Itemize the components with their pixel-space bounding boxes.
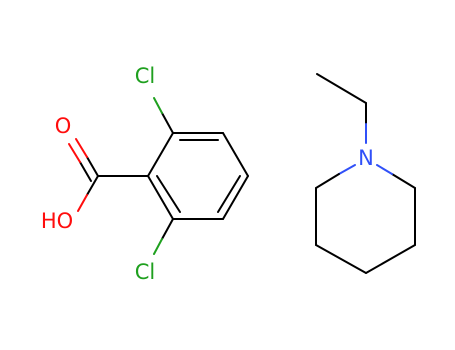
bond-carbonyl-o-half bbox=[75, 138, 88, 158]
bond-ethyl-ch3-ch2 bbox=[316, 73, 367, 104]
ethylpiperidine-structure: N bbox=[315, 73, 416, 274]
bond-c6-cl-bottom-cl bbox=[153, 238, 163, 255]
ring-bond-c6-n-n bbox=[376, 164, 393, 175]
ring-bond-c6-n bbox=[391, 173, 416, 189]
bond-hydroxyl-o-half bbox=[77, 194, 88, 212]
benzene-ring bbox=[147, 132, 249, 220]
ring-bond-n-c2 bbox=[315, 173, 340, 189]
bond-c6-cl-bottom-c bbox=[161, 218, 174, 240]
nitrogen-label: N bbox=[358, 146, 374, 170]
bond-carbonyl-o-half-2 bbox=[68, 143, 81, 163]
bond-c2-cl-top-cl bbox=[153, 97, 163, 114]
ring-bond-c6-c1 bbox=[147, 175, 174, 220]
ring-bond-c4-c5-inner bbox=[217, 175, 241, 213]
piperidine-ring bbox=[315, 164, 416, 274]
chlorine-top-label: Cl bbox=[135, 64, 156, 88]
ring-bond-c4-c5 bbox=[365, 244, 416, 274]
hydroxyl-label: HO bbox=[41, 209, 73, 233]
bond-c2-cl-top-c bbox=[161, 112, 174, 134]
carbonyl-oxygen-label: O bbox=[55, 114, 72, 138]
ring-bond-c4-c5 bbox=[222, 175, 249, 220]
ring-bond-c6-c1-inner bbox=[156, 175, 181, 213]
bond-carbonyl-c-half-2 bbox=[79, 161, 92, 182]
ring-bond-c3-c4 bbox=[222, 132, 249, 177]
ring-bond-c1-c2 bbox=[147, 132, 174, 177]
ring-bond-n-c2-n bbox=[338, 164, 356, 175]
dichlorobenzoic-acid-structure: Cl O HO Cl bbox=[41, 64, 249, 284]
bond-carbonyl-c-half bbox=[86, 156, 99, 177]
chlorine-bottom-label: Cl bbox=[135, 260, 156, 284]
bond-hydroxyl-c-half bbox=[86, 175, 99, 196]
ring-bond-c3-c4 bbox=[315, 244, 367, 274]
